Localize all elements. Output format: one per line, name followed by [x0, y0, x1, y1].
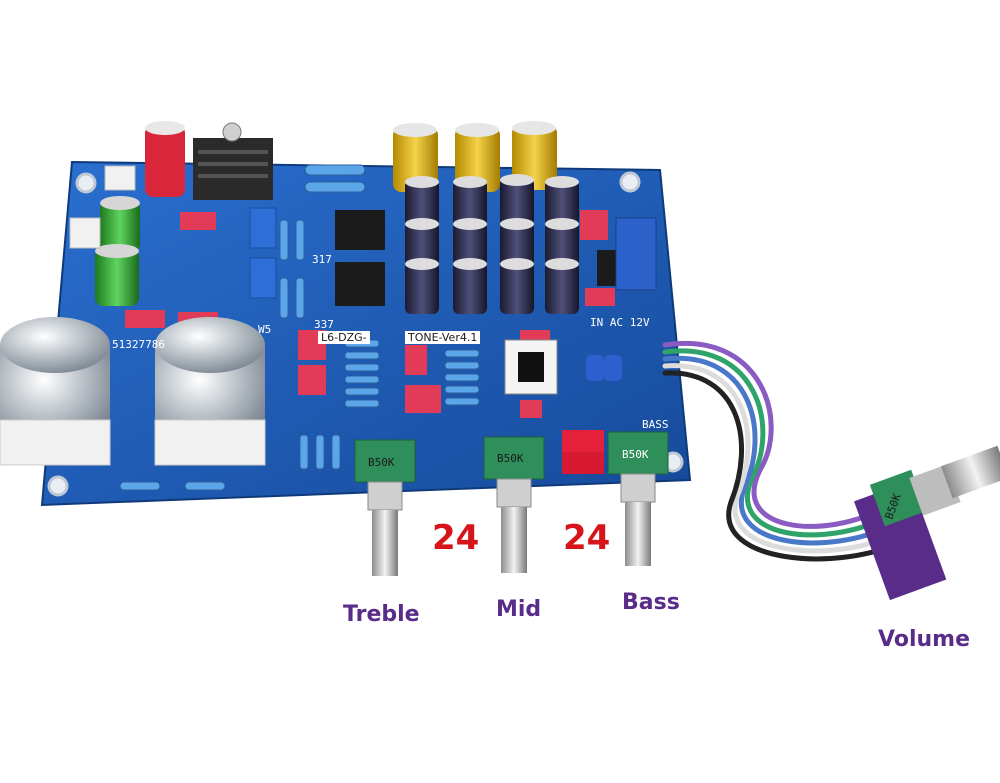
- bass-silk-label: BASS: [642, 418, 669, 431]
- red-relay: [562, 430, 604, 452]
- green-capacitor: [100, 200, 140, 252]
- yellow-capacitor: [455, 127, 500, 192]
- heatsink: [193, 138, 273, 200]
- volume-cable: [662, 340, 903, 562]
- capacitor-bank: [405, 174, 579, 314]
- mid-pot-marking: B50K: [497, 452, 524, 465]
- board-model-text-2: TONE-Ver4.1: [405, 331, 481, 344]
- power-input-text: IN AC 12V: [590, 316, 650, 329]
- red-capacitor: [145, 125, 185, 197]
- yellow-capacitor: [393, 127, 438, 192]
- vacuum-tube-right: [154, 317, 266, 466]
- red-relay: [562, 452, 604, 474]
- w5-label: W5: [258, 323, 272, 336]
- mid-label: Mid: [496, 597, 542, 622]
- green-capacitor: [95, 248, 139, 306]
- mounting-hole: [75, 172, 97, 194]
- mid-pot: [483, 436, 545, 573]
- detent-count-left: 24: [432, 518, 480, 558]
- power-terminal: [615, 217, 657, 291]
- film-capacitors: [125, 210, 615, 418]
- treble-pot: [354, 439, 416, 576]
- volume-label: Volume: [878, 627, 970, 652]
- board-model-text: L6-DZG-: [318, 331, 370, 344]
- mounting-hole: [47, 475, 69, 497]
- volume-pot: [854, 445, 1000, 601]
- bass-pot: [607, 431, 669, 566]
- phone-silk: 51327786: [112, 338, 165, 351]
- regulator-label-right: 337: [314, 318, 334, 331]
- regulator-ic: [335, 262, 385, 306]
- treble-pot-marking: B50K: [368, 456, 395, 469]
- bass-pot-marking: B50K: [622, 448, 649, 461]
- regulator-label-left: 317: [312, 253, 332, 266]
- bass-label: Bass: [622, 590, 680, 615]
- treble-label: Treble: [343, 602, 420, 627]
- vacuum-tube-left: [0, 317, 111, 466]
- regulator-ic: [335, 210, 385, 250]
- resistors: [119, 164, 480, 491]
- yellow-capacitor: [512, 125, 557, 190]
- mounting-hole: [619, 171, 641, 193]
- detent-count-right: 24: [563, 518, 611, 558]
